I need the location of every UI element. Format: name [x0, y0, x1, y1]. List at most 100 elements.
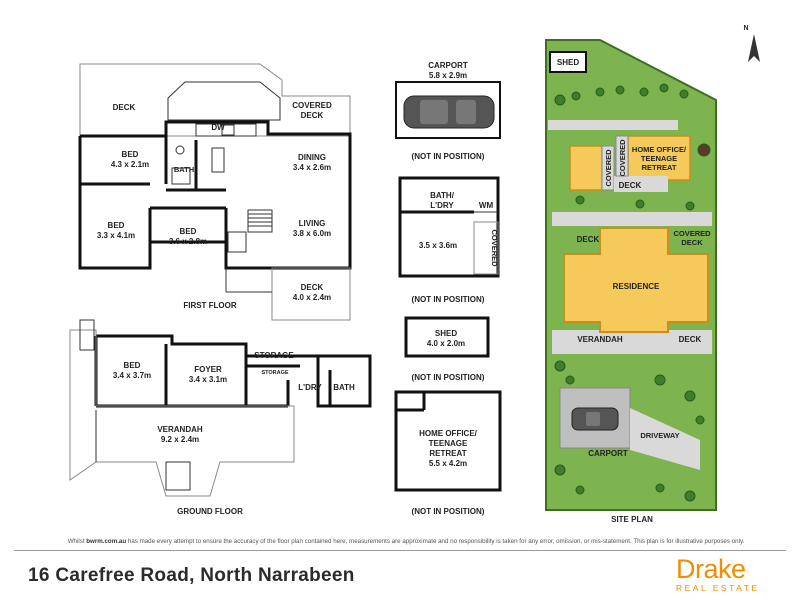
carport-dims: 5.8 x 2.9m [429, 71, 467, 80]
property-address: 16 Carefree Road, North Narrabeen [28, 565, 355, 586]
first-floor-walls [78, 120, 352, 270]
outbuilding-covered: COVERED [490, 229, 499, 267]
residence-footprint [563, 227, 709, 333]
site-covered-deck-2: DECK [681, 238, 703, 247]
dw-label: DW [211, 123, 225, 132]
outbuilding-bath-1: BATH/ [430, 191, 455, 200]
brand-subtitle: REAL ESTATE [676, 583, 760, 593]
bed2-dims: 3.3 x 4.1m [97, 231, 135, 240]
site-covered-b: COVERED [618, 139, 627, 177]
stairs [227, 209, 273, 253]
site-driveway: DRIVEWAY [640, 431, 679, 440]
disclaimer: Whilst bwrm.com.au has made every attemp… [67, 538, 745, 545]
shed-note: (NOT IN POSITION) [412, 373, 485, 382]
g-bath-label: BATH [333, 383, 355, 392]
site-home-office-2: TEENAGE [641, 154, 677, 163]
site-covered-deck-1: COVERED [673, 229, 711, 238]
site-deck-a: DECK [619, 181, 642, 190]
brand-name: Drake [676, 554, 746, 584]
verandah-dims: 9.2 x 2.4m [161, 435, 199, 444]
carport-plan: CARPORT 5.8 x 2.9m (NOT IN POSITION) [395, 61, 501, 161]
toilet-icon [211, 147, 225, 173]
home-office-dims: 5.5 x 4.2m [429, 459, 467, 468]
dining-label: DINING [298, 153, 326, 162]
carport-note: (NOT IN POSITION) [412, 152, 485, 161]
home-office-label-3: RETREAT [429, 449, 466, 458]
residence-label: RESIDENCE [613, 282, 660, 291]
ground-walls-top [96, 334, 372, 408]
shed-walls [404, 316, 490, 358]
outbuilding-dims: 3.5 x 3.6m [419, 241, 457, 250]
bed1-label: BED [122, 150, 139, 159]
deck2-label: DECK [301, 283, 324, 292]
shed-plan: SHED 4.0 x 2.0m (NOT IN POSITION) [404, 316, 490, 382]
site-shed-label: SHED [557, 58, 579, 67]
dining-dims: 3.4 x 2.6m [293, 163, 331, 172]
living-label: LIVING [299, 219, 326, 228]
disclaimer-brand: bwrm.com.au [86, 538, 127, 545]
site-deck-c: DECK [679, 335, 702, 344]
home-office-label-1: HOME OFFICE/ [419, 429, 478, 438]
agency-logo: Drake REAL ESTATE [676, 554, 784, 595]
living-dims: 3.8 x 6.0m [293, 229, 331, 238]
deck2-dims: 4.0 x 2.4m [293, 293, 331, 302]
covered-strip [473, 221, 499, 275]
foyer-dims: 3.4 x 3.1m [189, 375, 227, 384]
car-icon [403, 95, 495, 129]
cooktop-icon [221, 124, 235, 136]
deck-top-label: DECK [113, 103, 136, 112]
kitchen-bench [195, 123, 257, 137]
storage-small-label: STORAGE [261, 370, 288, 376]
tree-icons [554, 83, 711, 502]
home-office-walls [394, 390, 502, 492]
g-bed-label: BED [124, 361, 141, 370]
site-shed [549, 51, 587, 73]
storage-label: STORAGE [254, 351, 294, 360]
site-home-office-3: RETREAT [642, 163, 677, 172]
home-office-label-2: TEENAGE [429, 439, 468, 448]
foyer-label: FOYER [194, 365, 222, 374]
outbuilding-bath-2: L'DRY [430, 201, 454, 210]
site-car-icon [571, 407, 619, 431]
deck-bottom-outline [271, 267, 351, 321]
front-steps [165, 461, 191, 491]
first-floor-plan: DECK COVERED DECK BED 4.3 x 2.1m DW BATH… [78, 63, 352, 321]
verandah-label: VERANDAH [157, 425, 203, 434]
bathtub-icon [171, 167, 191, 185]
site-plan-title: SITE PLAN [611, 515, 653, 524]
home-office-plan: HOME OFFICE/ TEENAGE RETREAT 5.5 x 4.2m … [394, 390, 502, 516]
bed3-label: BED [180, 227, 197, 236]
shed-label: SHED [435, 329, 457, 338]
site-covered-a: COVERED [604, 149, 613, 187]
site-verandah: VERANDAH [577, 335, 623, 344]
basin-icon [175, 145, 185, 155]
wm-label: WM [479, 201, 494, 210]
carport-label: CARPORT [428, 61, 468, 70]
home-office-note: (NOT IN POSITION) [412, 507, 485, 516]
site-carport: CARPORT [588, 449, 628, 458]
svg-text:N: N [743, 25, 748, 32]
outbuilding-note: (NOT IN POSITION) [412, 295, 485, 304]
bed3-dims: 3.6 x 2.8m [169, 237, 207, 246]
bay-outline [167, 81, 281, 121]
covered-deck-label-2: DECK [301, 111, 324, 120]
site-deck-b: DECK [577, 235, 600, 244]
bed2-label: BED [108, 221, 125, 230]
covered-deck-label-1: COVERED [292, 101, 332, 110]
first-floor-title: FIRST FLOOR [183, 301, 237, 310]
verandah-outline [69, 329, 295, 497]
side-steps [79, 319, 95, 351]
shed-dims: 4.0 x 2.0m [427, 339, 465, 348]
outbuilding-plan: BATH/ L'DRY WM 3.5 x 3.6m COVERED (NOT I… [398, 176, 500, 304]
site-home-office-1: HOME OFFICE/ [632, 145, 687, 154]
site-plan: SHED HOME OFFICE/ TEENAGE RETREAT COVERE… [545, 39, 717, 524]
site-outbuilding [569, 145, 603, 191]
bed1-dims: 4.3 x 2.1m [111, 160, 149, 169]
ground-floor-title: GROUND FLOOR [177, 507, 243, 516]
footer-divider [14, 550, 786, 551]
carport-outline [395, 81, 501, 139]
ground-floor-plan: BED 3.4 x 3.7m FOYER 3.4 x 3.1m STORAGE … [69, 319, 372, 516]
g-bed-dims: 3.4 x 3.7m [113, 371, 151, 380]
ldry-label: L'DRY [298, 383, 322, 392]
